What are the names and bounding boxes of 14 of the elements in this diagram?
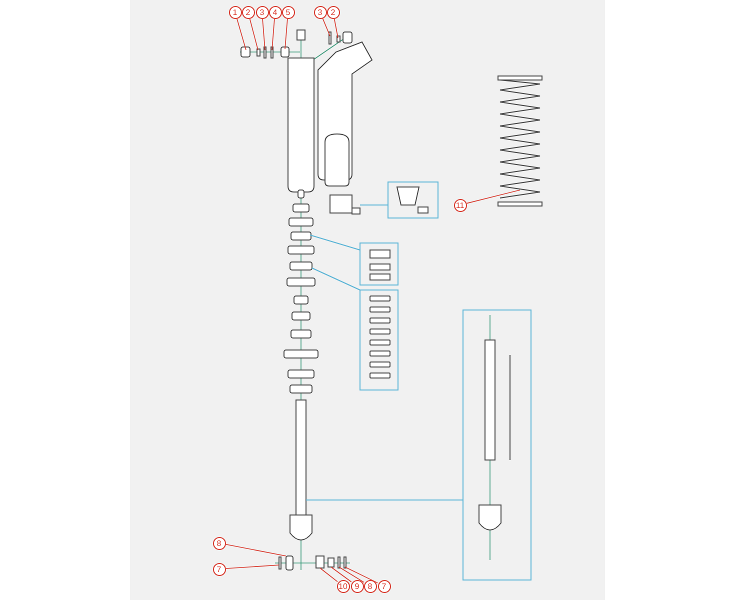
leader-line [330,566,352,582]
leader-line [249,18,258,50]
leader-line [338,566,364,583]
leader-line [226,564,280,569]
leader-line [272,18,275,50]
leader-line [334,18,338,38]
leader-line [344,566,378,584]
leader-line [322,18,330,36]
leader-line [236,18,246,50]
leader-line [262,18,266,50]
leader-line [320,568,338,582]
leader-line [284,18,288,50]
leader-line [466,190,520,204]
leader-line [225,544,286,556]
